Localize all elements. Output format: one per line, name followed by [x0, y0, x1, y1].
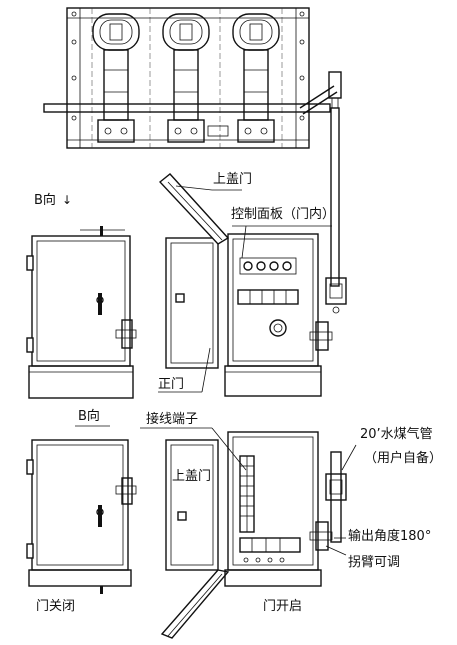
label-user-supplied: （用户自备） [364, 451, 443, 466]
label-door-closed: 门关闭 [36, 599, 76, 614]
label-front-door: 正门 [158, 377, 185, 392]
breaker-pole-2 [162, 13, 210, 143]
label-terminal-block: 接线端子 [146, 412, 199, 427]
drive-shaft [43, 103, 331, 137]
linkage-rod [299, 71, 342, 287]
cabinet-open-bottom [160, 431, 347, 639]
leaders-bottom [75, 425, 357, 556]
breaker-pole-1 [92, 13, 140, 143]
control-buttons [239, 257, 297, 275]
label-control-panel: 控制面板（门内） [231, 207, 336, 222]
terminal-block [239, 455, 255, 533]
breaker-row [237, 289, 299, 305]
leaders-middle [158, 185, 332, 393]
label-gas-pipe: 20’水煤气管 [360, 427, 433, 442]
label-output-angle: 输出角度180° [348, 529, 432, 544]
breaker-assembly [43, 7, 331, 149]
cabinet-closed-bottom [26, 439, 137, 594]
label-b-direction-bottom: B向 [78, 409, 100, 424]
cabinet-open-top [158, 173, 347, 397]
arrow-down-icon: ↓ [62, 193, 73, 207]
label-upper-cover-door-bottom: 上盖门 [172, 469, 212, 484]
breaker-pole-3 [232, 13, 280, 143]
label-door-open: 门开启 [263, 599, 303, 614]
cabinet-closed-top [26, 226, 137, 399]
label-crank-adjustable: 拐臂可调 [348, 555, 401, 570]
label-upper-cover-door-top: 上盖门 [213, 172, 253, 187]
frame-bolts [71, 11, 305, 121]
label-b-direction-top: B向 [34, 193, 56, 208]
